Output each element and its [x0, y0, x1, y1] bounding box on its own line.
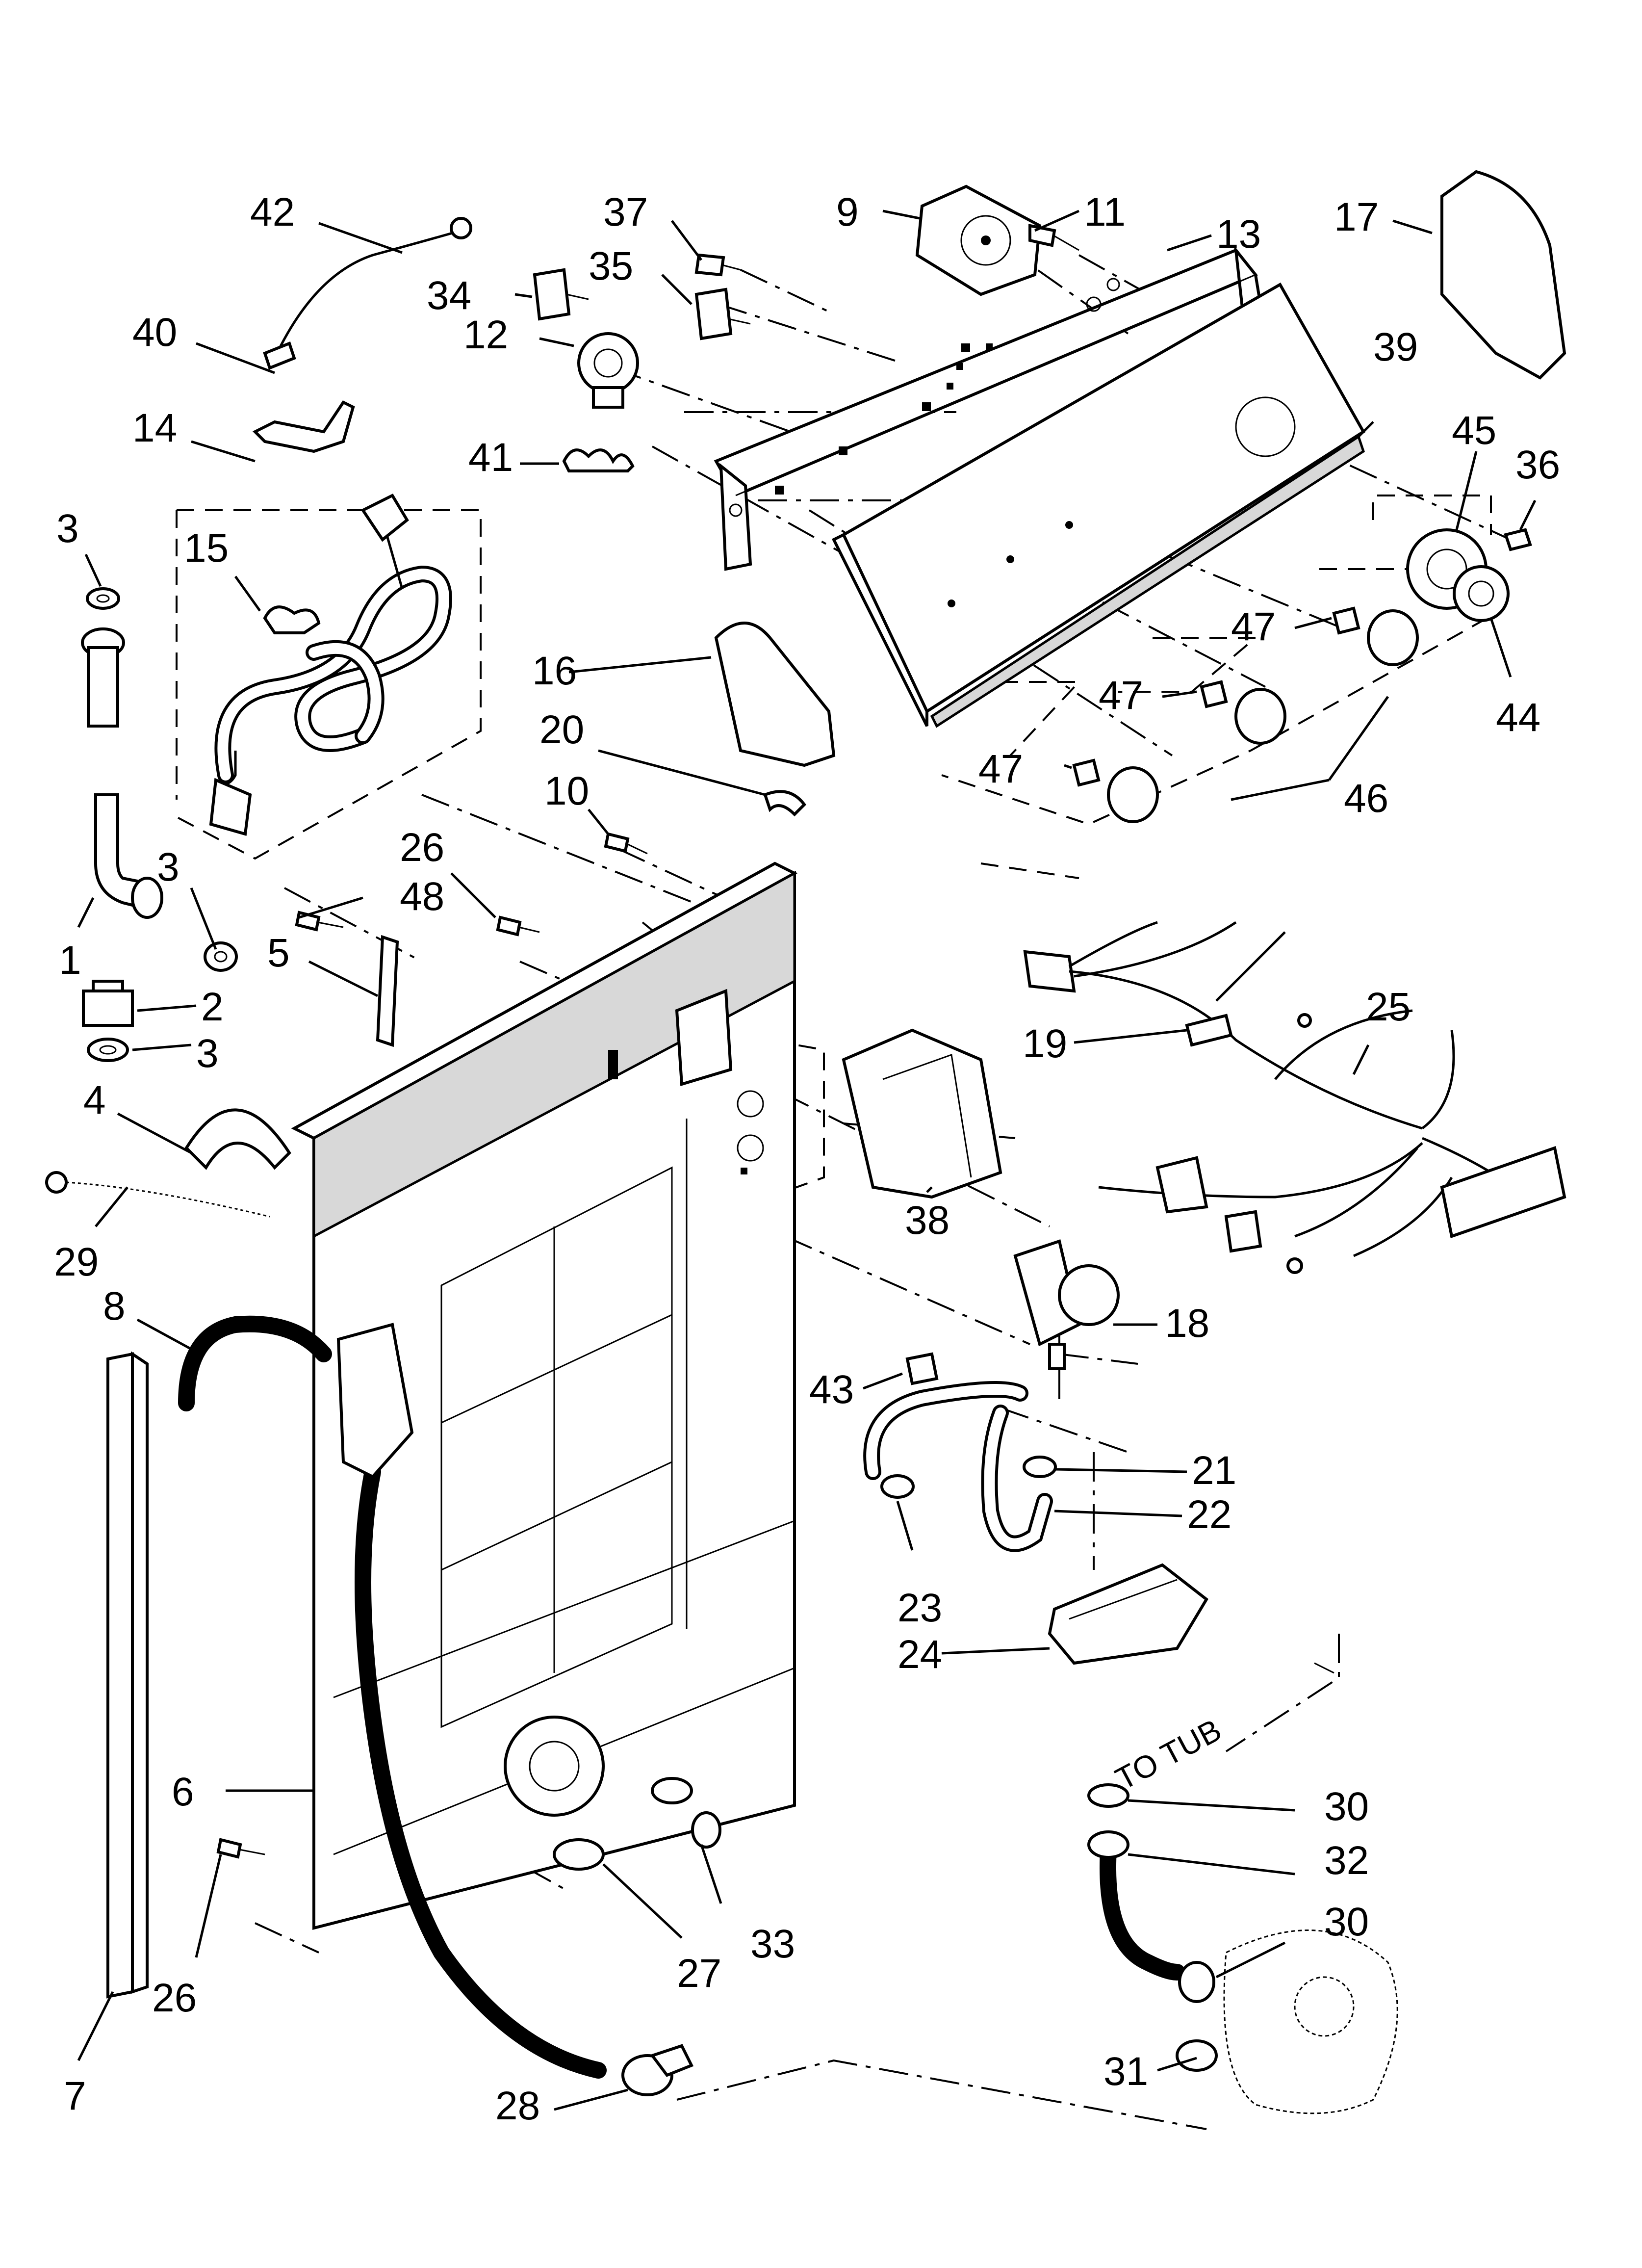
bracket-5 [376, 935, 399, 1047]
callout-26-top: 26 [400, 825, 444, 870]
callout-10: 10 [544, 769, 589, 813]
wire-clip-41 [562, 448, 635, 472]
callout-8: 8 [103, 1284, 126, 1329]
switch-35 [694, 287, 751, 340]
hose-connector-1 [81, 627, 163, 919]
tie-wrap-29 [45, 1171, 270, 1218]
callout-29: 29 [54, 1240, 99, 1284]
callout-35: 35 [589, 244, 633, 288]
callout-3-low: 3 [196, 1031, 219, 1076]
callout-40: 40 [132, 310, 177, 355]
to-tub-label: TO TUB [1110, 1712, 1227, 1797]
callout-1: 1 [59, 938, 81, 983]
callout-3-top: 3 [56, 506, 79, 551]
callout-11: 11 [1084, 190, 1126, 235]
callout-17: 17 [1334, 195, 1379, 239]
plug-33 [651, 1777, 721, 1849]
callout-30-top: 30 [1324, 1784, 1369, 1829]
callout-26-low: 26 [152, 1976, 197, 2020]
callout-47-b: 47 [1099, 673, 1143, 718]
callout-47-c: 47 [978, 747, 1023, 791]
wire-harness-25 [1023, 921, 1566, 1274]
bracket-43 [905, 1352, 939, 1385]
callout-31: 31 [1103, 2049, 1148, 2094]
timer-9 [915, 184, 1042, 296]
clip-20 [763, 790, 806, 817]
screw-37 [694, 253, 741, 277]
bracket-40 [252, 400, 355, 453]
knob-assembly [1072, 528, 1532, 823]
end-cap-17 [1440, 170, 1566, 380]
side-trim-7 [106, 1351, 149, 1999]
clamp-23 [880, 1474, 915, 1499]
callout-18: 18 [1165, 1301, 1209, 1346]
callout-34: 34 [427, 273, 471, 318]
callout-19: 19 [1023, 1021, 1067, 1066]
callout-13: 13 [1216, 212, 1261, 257]
bracket-38 [842, 1028, 1002, 1199]
callout-33: 33 [750, 1922, 795, 1966]
callout-37: 37 [603, 190, 648, 235]
callout-22: 22 [1187, 1492, 1232, 1537]
callout-15: 15 [184, 526, 229, 571]
leader-lines [77, 209, 1537, 2111]
callout-12: 12 [463, 313, 508, 357]
callout-21: 21 [1192, 1448, 1236, 1493]
callout-30-low: 30 [1324, 1900, 1369, 1944]
water-valve-18 [1013, 1239, 1120, 1370]
callout-38: 38 [905, 1198, 949, 1243]
clamp-21 [1023, 1456, 1057, 1478]
callout-25: 25 [1366, 985, 1411, 1029]
callout-5: 5 [267, 931, 290, 975]
callout-48: 48 [400, 874, 444, 919]
callout-16: 16 [532, 649, 577, 693]
callout-6: 6 [172, 1770, 194, 1814]
callout-23: 23 [898, 1586, 942, 1630]
drain-hose-8 [178, 1315, 607, 2079]
callout-36: 36 [1515, 443, 1560, 487]
rear-panel-6 [291, 861, 798, 1930]
callout-45: 45 [1452, 408, 1496, 453]
callout-3-mid: 3 [157, 845, 180, 889]
callout-27: 27 [677, 1951, 721, 1996]
pressure-switch-12 [577, 332, 639, 409]
washer-3c [87, 1038, 129, 1062]
washer-3a [86, 587, 120, 610]
callout-24: 24 [898, 1632, 942, 1677]
callout-39: 39 [1373, 325, 1418, 369]
callout-9: 9 [836, 190, 859, 235]
callout-4: 4 [83, 1078, 106, 1122]
callout-20: 20 [539, 707, 584, 752]
callout-46: 46 [1344, 776, 1388, 821]
washer-3b [204, 941, 238, 972]
clamp-27 [553, 1838, 605, 1871]
fitting-2 [82, 980, 134, 1027]
callout-28: 28 [495, 2084, 540, 2128]
callout-41: 41 [468, 435, 513, 480]
callout-32: 32 [1324, 1838, 1369, 1883]
power-cord-kit-14 [209, 494, 452, 836]
ground-wire-42 [263, 217, 472, 370]
callout-42: 42 [250, 190, 295, 235]
dispenser-24 [1048, 1563, 1208, 1665]
clamp-4 [184, 1108, 291, 1170]
switch-34 [533, 268, 589, 321]
callout-44: 44 [1496, 695, 1540, 740]
callout-47-a: 47 [1231, 604, 1276, 649]
callout-43: 43 [809, 1367, 854, 1412]
clamp-28 [621, 2044, 694, 2096]
callout-2: 2 [201, 985, 224, 1029]
bracket-16 [714, 622, 836, 767]
screw-26b [216, 1838, 265, 1859]
console-backsplash-39 [831, 282, 1366, 728]
screw-26a [496, 915, 540, 937]
fill-hose-22 [863, 1381, 1053, 1552]
tub-connection [1087, 1662, 1398, 2114]
callout-7: 7 [64, 2074, 86, 2118]
screw-10 [604, 832, 648, 855]
callout-14: 14 [132, 406, 177, 450]
